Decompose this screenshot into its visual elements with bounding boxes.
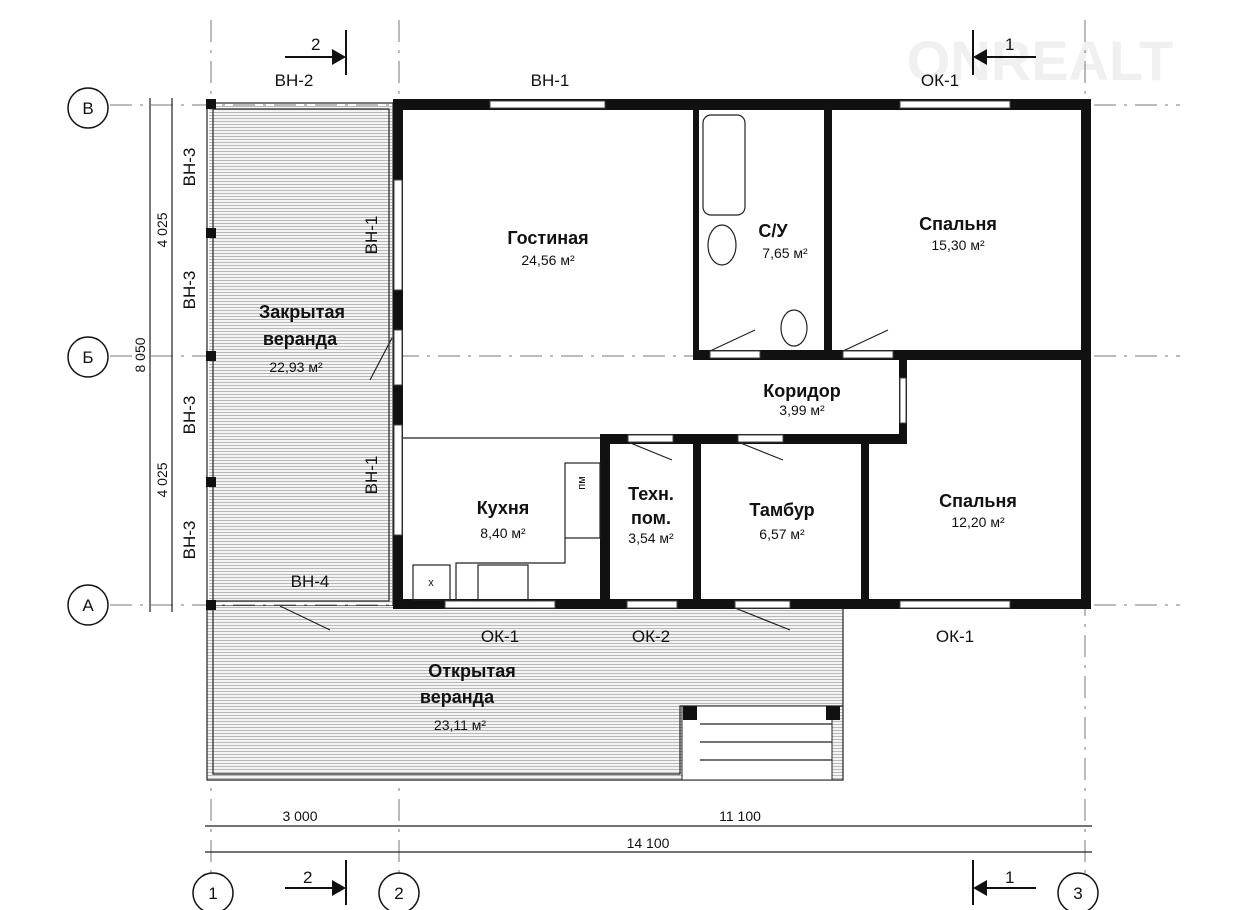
axis-markers: В Б А 1 2 3 [67,87,1099,910]
svg-text:8,40 м²: 8,40 м² [480,525,526,541]
svg-text:4 025: 4 025 [154,212,170,247]
svg-text:4 025: 4 025 [154,462,170,497]
svg-text:Открытая: Открытая [428,661,516,681]
svg-text:3 000: 3 000 [282,808,317,824]
svg-text:ВН-3: ВН-3 [180,271,199,310]
svg-text:ВН-4: ВН-4 [291,572,330,591]
svg-text:ВН-3: ВН-3 [180,148,199,187]
room-bedroom-1: Спальня 15,30 м² [919,214,997,253]
svg-text:ВН-1: ВН-1 [362,216,381,255]
svg-text:ОК-1: ОК-1 [481,627,519,646]
room-living: Гостиная 24,56 м² [507,228,588,268]
svg-text:ВН-1: ВН-1 [362,456,381,495]
svg-text:ВН-2: ВН-2 [275,71,314,90]
svg-text:7,65 м²: 7,65 м² [762,245,808,261]
svg-text:Гостиная: Гостиная [507,228,588,248]
svg-text:Коридор: Коридор [763,381,840,401]
svg-text:2: 2 [303,868,312,887]
svg-text:6,57 м²: 6,57 м² [759,526,805,542]
room-open-veranda: Открытая веранда 23,11 м² [420,661,516,733]
svg-text:Техн.: Техн. [628,484,674,504]
svg-text:пм: пм [576,476,588,490]
svg-text:11 100: 11 100 [719,808,761,824]
svg-text:веранда: веранда [263,329,338,349]
svg-text:24,56 м²: 24,56 м² [521,252,575,268]
svg-text:Тамбур: Тамбур [749,500,814,520]
svg-text:ВН-3: ВН-3 [180,396,199,435]
svg-text:1: 1 [1005,35,1014,54]
opening-labels: ВН-2 ВН-1 ОК-1 ВН-3 ВН-3 ВН-3 ВН-3 ВН-1 … [180,71,974,646]
room-closed-veranda: Закрытая веранда 22,93 м² [259,302,345,375]
svg-text:веранда: веранда [420,687,495,707]
svg-text:С/У: С/У [758,221,788,241]
svg-text:15,30 м²: 15,30 м² [931,237,985,253]
svg-text:ОК-1: ОК-1 [921,71,959,90]
svg-text:23,11 м²: 23,11 м² [434,717,487,733]
svg-text:1: 1 [208,884,217,903]
room-kitchen: Кухня 8,40 м² [477,498,530,541]
veranda-posts [206,99,216,610]
svg-text:2: 2 [394,884,403,903]
svg-text:В: В [82,99,93,118]
svg-text:14 100: 14 100 [627,835,670,851]
closed-veranda-floor [209,106,392,603]
svg-text:Б: Б [82,348,93,367]
windows [279,100,1011,631]
room-bathroom: С/У 7,65 м² [758,221,808,261]
dimension-lines: 3 000 11 100 14 100 8 050 4 025 4 025 [132,98,1092,853]
svg-text:2: 2 [311,35,320,54]
svg-text:Спальня: Спальня [939,491,1017,511]
svg-text:Кухня: Кухня [477,498,530,518]
svg-text:Закрытая: Закрытая [259,302,345,322]
svg-text:А: А [82,596,94,615]
svg-text:12,20 м²: 12,20 м² [951,514,1005,530]
svg-text:x: x [428,577,434,589]
svg-text:ОК-2: ОК-2 [632,627,670,646]
svg-text:22,93 м²: 22,93 м² [269,359,323,375]
svg-text:Спальня: Спальня [919,214,997,234]
svg-text:1: 1 [1005,868,1014,887]
svg-text:ОК-1: ОК-1 [936,627,974,646]
room-bedroom-2: Спальня 12,20 м² [939,491,1017,530]
svg-text:8 050: 8 050 [132,337,148,372]
watermark-logo: ONREALT [907,29,1174,92]
svg-text:ВН-1: ВН-1 [531,71,570,90]
fixtures [412,114,808,601]
room-vestibule: Тамбур 6,57 м² [749,500,814,542]
section-marks: 2 1 2 1 [285,30,1036,905]
room-tech: Техн. пом. 3,54 м² [628,484,674,546]
svg-text:ВН-3: ВН-3 [180,521,199,560]
svg-text:3,54 м²: 3,54 м² [628,530,674,546]
steps [681,705,840,781]
svg-text:3,99 м²: 3,99 м² [779,402,825,418]
svg-text:пом.: пом. [631,508,671,528]
svg-text:3: 3 [1073,884,1082,903]
